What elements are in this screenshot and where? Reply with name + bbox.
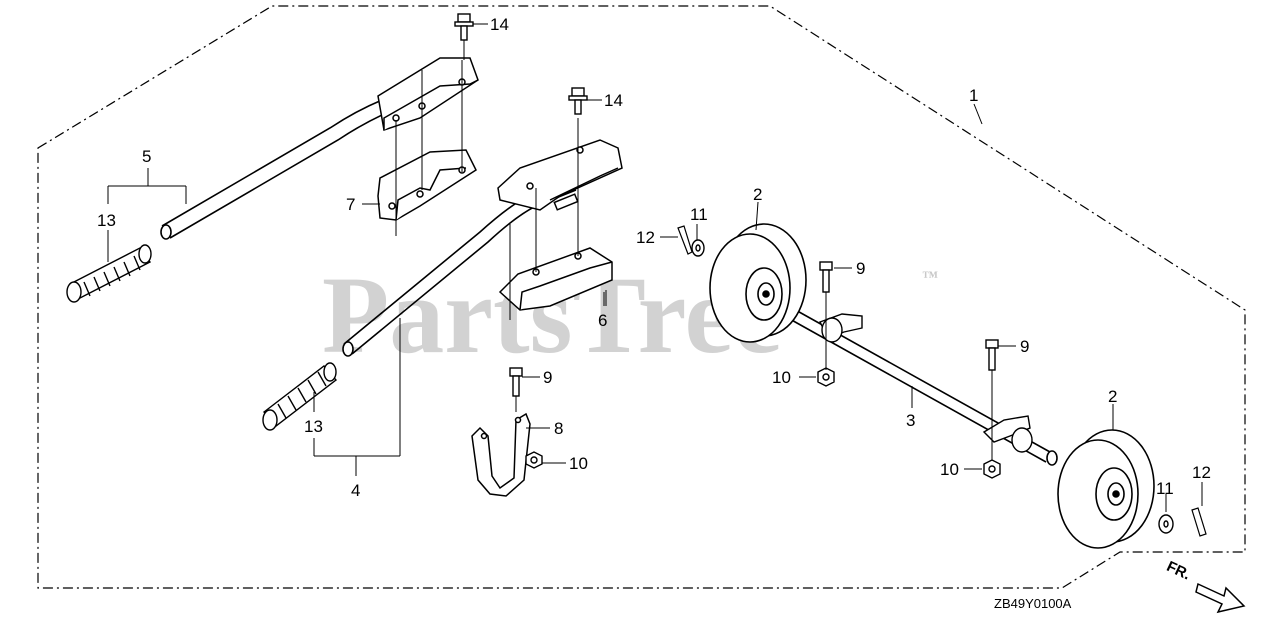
lower-clamp-6 [498,247,613,311]
callout-2-right: 2 [1108,387,1117,406]
callout-11-left: 11 [690,205,708,224]
callout-9-stand: 9 [543,368,552,387]
washer-11-left [691,239,705,257]
axle-bracket-left [819,313,863,343]
callout-7: 7 [346,195,355,214]
stand-bracket-8 [471,412,531,497]
wheel-2-left [709,223,807,343]
callout-3: 3 [906,411,915,430]
callout-12-left: 12 [636,228,655,247]
clamp-6-dashlines [509,118,607,320]
callout-10-axle-right: 10 [940,460,959,479]
axle-bracket-right [982,415,1033,453]
callout-5: 5 [142,147,151,166]
cotter-pin-12-left [677,225,693,255]
callout-1: 1 [969,86,978,105]
bolt-9-stand [509,367,523,412]
nut-10-stand [525,451,543,469]
bolt-14-upper [454,13,474,41]
callout-6: 6 [598,311,607,330]
bolt-9-axle-left [819,261,833,293]
callout-2-left: 2 [753,185,762,204]
clamp-7-dashlines [395,40,465,236]
callout-4: 4 [351,481,360,500]
callout-14-upper: 14 [490,15,509,34]
cotter-pin-12-right [1191,507,1207,537]
callout-13-upper: 13 [97,211,116,230]
upper-handle-bracket [377,57,479,131]
nut-10-axle-right [983,459,1001,479]
lower-handle-bracket [497,139,623,211]
wheel-2-right [1057,429,1155,549]
callout-9-axle-right: 9 [1020,337,1029,356]
axle-dashlines [825,292,993,460]
bolt-14-lower [568,87,588,115]
front-direction-label: FR. [1164,558,1193,584]
grip-13-lower [262,362,338,431]
callout-9-axle-left: 9 [856,259,865,278]
diagram-code: ZB49Y0100A [994,596,1072,611]
bolt-9-axle-right [985,339,999,371]
upper-lower-clamp-7 [377,149,477,221]
washer-11-right [1158,514,1174,534]
leader-lines [107,23,1203,512]
callout-13-lower: 13 [304,417,323,436]
nut-10-axle-left [817,367,835,387]
watermark-trademark: ™ [922,269,938,286]
front-direction-arrow-icon: FR. [1164,558,1246,614]
callout-10-stand: 10 [569,454,588,473]
callout-11-right: 11 [1156,479,1174,498]
callout-10-axle-left: 10 [772,368,791,387]
callout-12-right: 12 [1192,463,1211,482]
grip-13-upper [66,244,152,303]
callout-14-lower: 14 [604,91,623,110]
callout-8: 8 [554,419,563,438]
